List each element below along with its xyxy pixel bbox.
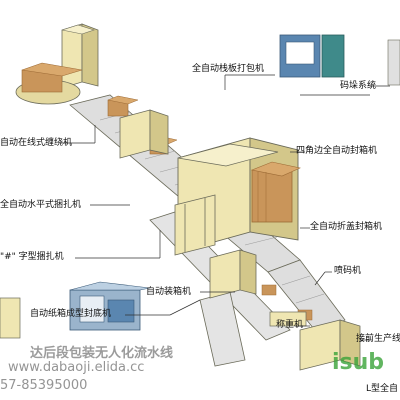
horizontal-strapping-machine (119, 109, 169, 159)
pallet-strapping-machine (279, 34, 345, 78)
watermark-url: www.dabaoji.elida.cc (8, 360, 145, 375)
label-upstream-line: 接前生产线 (356, 334, 400, 344)
label-pallet-strapping: 全自动栈板打包机 (192, 64, 265, 74)
callout-leader-lines (60, 74, 390, 341)
watermark-title: 达后段包装无人化流水线 (30, 346, 174, 361)
palletizing-robot (61, 23, 99, 89)
label-check-weigher: 称重机 (276, 320, 304, 330)
left-frame-structure (0, 297, 21, 339)
wrapping-turntable (15, 62, 83, 105)
label-four-corner-sealer: 四角边全自动封箱机 (296, 146, 378, 156)
label-folding-sealer: 全自动折盖封箱机 (310, 222, 383, 232)
label-inkjet-coder: 喷码机 (334, 266, 362, 276)
label-palletizing: 码垛系统 (340, 81, 377, 91)
palletizer-frame-edge (387, 39, 400, 86)
label-horizontal-strapping: 全自动水平式捆扎机 (0, 200, 82, 210)
watermark-brand: isub (332, 350, 385, 375)
l-sealer-machine (299, 319, 361, 371)
folding-sealer-frame (174, 194, 216, 256)
watermark-phone: 57-85395000 (0, 378, 88, 393)
label-case-packer: 自动装箱机 (146, 287, 192, 297)
carton-erector-machine (69, 281, 151, 331)
label-carton-erector: 自动纸箱成型封底机 (30, 309, 112, 319)
label-online-wrapping: 自动在线式缠绕机 (0, 138, 73, 148)
case-packer-machine (209, 249, 257, 299)
label-l-sealer: L型全自 (366, 384, 399, 394)
label-hash-strapping: "#" 字型捆扎机 (0, 252, 64, 262)
check-weigher-machine (269, 311, 307, 327)
